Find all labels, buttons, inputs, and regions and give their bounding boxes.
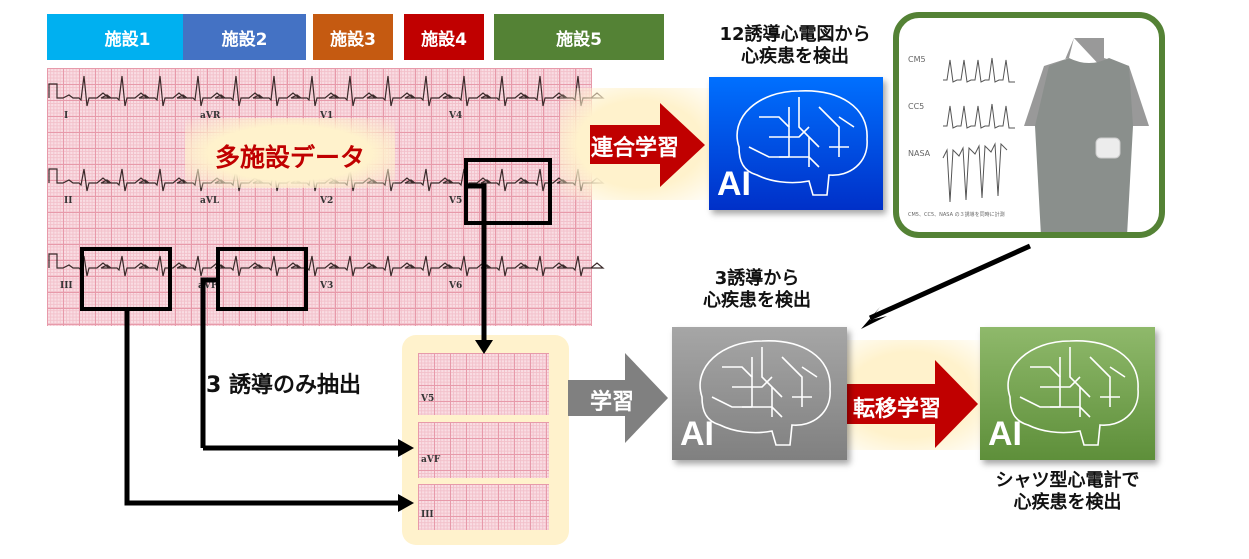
federated-learning-label: 連合学習	[591, 136, 680, 161]
ai-text: AI	[717, 165, 751, 203]
transfer-learning-arrow	[847, 360, 978, 448]
transfer-ai-model: AI	[980, 327, 1155, 460]
extracted-lead-label-V5: V5	[421, 394, 435, 404]
connector-lead-V5	[466, 183, 487, 343]
shirt-lead-label-CM5: CM5	[908, 55, 926, 64]
lead-label-V2: V2	[320, 196, 334, 206]
ecg-trace-row-1	[48, 75, 605, 107]
federated-learning-arrow	[590, 103, 705, 187]
arrowhead-lead-V5	[475, 340, 493, 354]
brain-outline	[699, 340, 831, 446]
multi-facility-label-bg	[185, 118, 395, 188]
highlight-box-lead-III	[80, 247, 172, 311]
extracted-lead-V5	[418, 353, 549, 415]
facility-5-label: 施設5	[494, 14, 664, 60]
extracted-lead-III	[418, 484, 549, 530]
federated-ai-model: AI	[709, 77, 883, 210]
brain-circuit-icon	[1007, 340, 1139, 446]
lead-label-V6: V6	[449, 281, 463, 291]
arrowhead-lead-aVF	[398, 439, 414, 457]
learning-ai-caption-line1: 3誘導から	[714, 268, 800, 289]
highlight-box-lead-V5	[464, 158, 552, 225]
facility-1-label: 施設1	[47, 14, 208, 60]
lead-label-aVR: aVR	[200, 111, 221, 121]
shirt-lead-label-NASA: NASA	[908, 149, 931, 158]
connector-shirt-to-ai	[868, 243, 1032, 321]
learning-ai-caption-line2: 心疾患を検出	[703, 289, 811, 311]
extraction-label: 3 誘導のみ抽出	[206, 373, 361, 398]
arrowhead-lead-III	[398, 494, 414, 512]
lead-label-I: I	[64, 111, 69, 121]
ecg-12-lead-chart	[47, 68, 592, 326]
transfer-ai-caption: シャツ型心電計で 心疾患を検出	[960, 470, 1175, 513]
lead-label-V1: V1	[320, 111, 334, 121]
connector-lead-III	[124, 311, 400, 506]
ecg-trace-row-3	[48, 253, 605, 277]
ai-text: AI	[680, 415, 714, 453]
facility-2-label: 施設2	[183, 14, 306, 60]
facility-3-text: 施設3	[330, 29, 376, 50]
brain-outline	[736, 90, 868, 196]
brain-circuit-icon	[736, 90, 868, 196]
multi-facility-label: 多施設データ	[214, 143, 365, 172]
ecg-device	[1095, 137, 1121, 159]
extracted-lead-label-III: III	[421, 510, 434, 520]
shirt	[1035, 58, 1133, 232]
lead-label-aVL: aVL	[200, 196, 220, 206]
facility-3-label: 施設3	[313, 14, 393, 60]
facility-5-text: 施設5	[556, 29, 602, 50]
federated-ai-caption-line2: 心疾患を検出	[741, 45, 849, 67]
lead-label-II: II	[64, 196, 73, 206]
arrowhead-shirt-to-ai	[861, 307, 887, 329]
shirt-illustration	[942, 38, 1149, 232]
ai-text: AI	[988, 415, 1022, 453]
extracted-lead-label-aVF: aVF	[421, 455, 441, 465]
shirt-note: CM5、CC5、NASA の３誘導を同時に計測	[908, 212, 1005, 218]
federated-ai-caption: 12誘導心電図から 心疾患を検出	[690, 24, 900, 67]
lead-label-V4: V4	[449, 111, 463, 121]
facility-4-text: 施設4	[421, 29, 467, 50]
lead-label-V3: V3	[320, 281, 334, 291]
transfer-learning-label: 転移学習	[853, 397, 942, 422]
learning-ai-model: AI	[672, 327, 847, 460]
facility-4-label: 施設4	[404, 14, 484, 60]
learning-arrow	[568, 353, 668, 443]
transfer-ai-caption-line2: 心疾患を検出	[1013, 491, 1122, 513]
extracted-lead-aVF	[418, 422, 549, 478]
brain-outline	[1007, 340, 1139, 446]
learning-label: 学習	[590, 390, 635, 415]
shirt-ecg-image: CM5 CC5 NASA CM5、CC5、NASA の３誘導を同時に計測	[893, 12, 1165, 238]
federated-ai-caption-line1: 12誘導心電図から	[719, 24, 871, 45]
lead-label-V5: V5	[449, 196, 463, 206]
transfer-ai-caption-line1: シャツ型心電計で	[995, 470, 1140, 491]
learning-ai-caption: 3誘導から 心疾患を検出	[672, 268, 842, 311]
facility-1-text: 施設1	[104, 29, 151, 50]
lead-label-aVF: aVF	[198, 281, 218, 291]
shirt-lead-label-CC5: CC5	[908, 102, 925, 111]
facility-2-text: 施設2	[221, 29, 268, 50]
connector-lead-aVF	[200, 277, 218, 448]
brain-circuit-icon	[699, 340, 831, 446]
lead-label-III: III	[60, 281, 73, 291]
